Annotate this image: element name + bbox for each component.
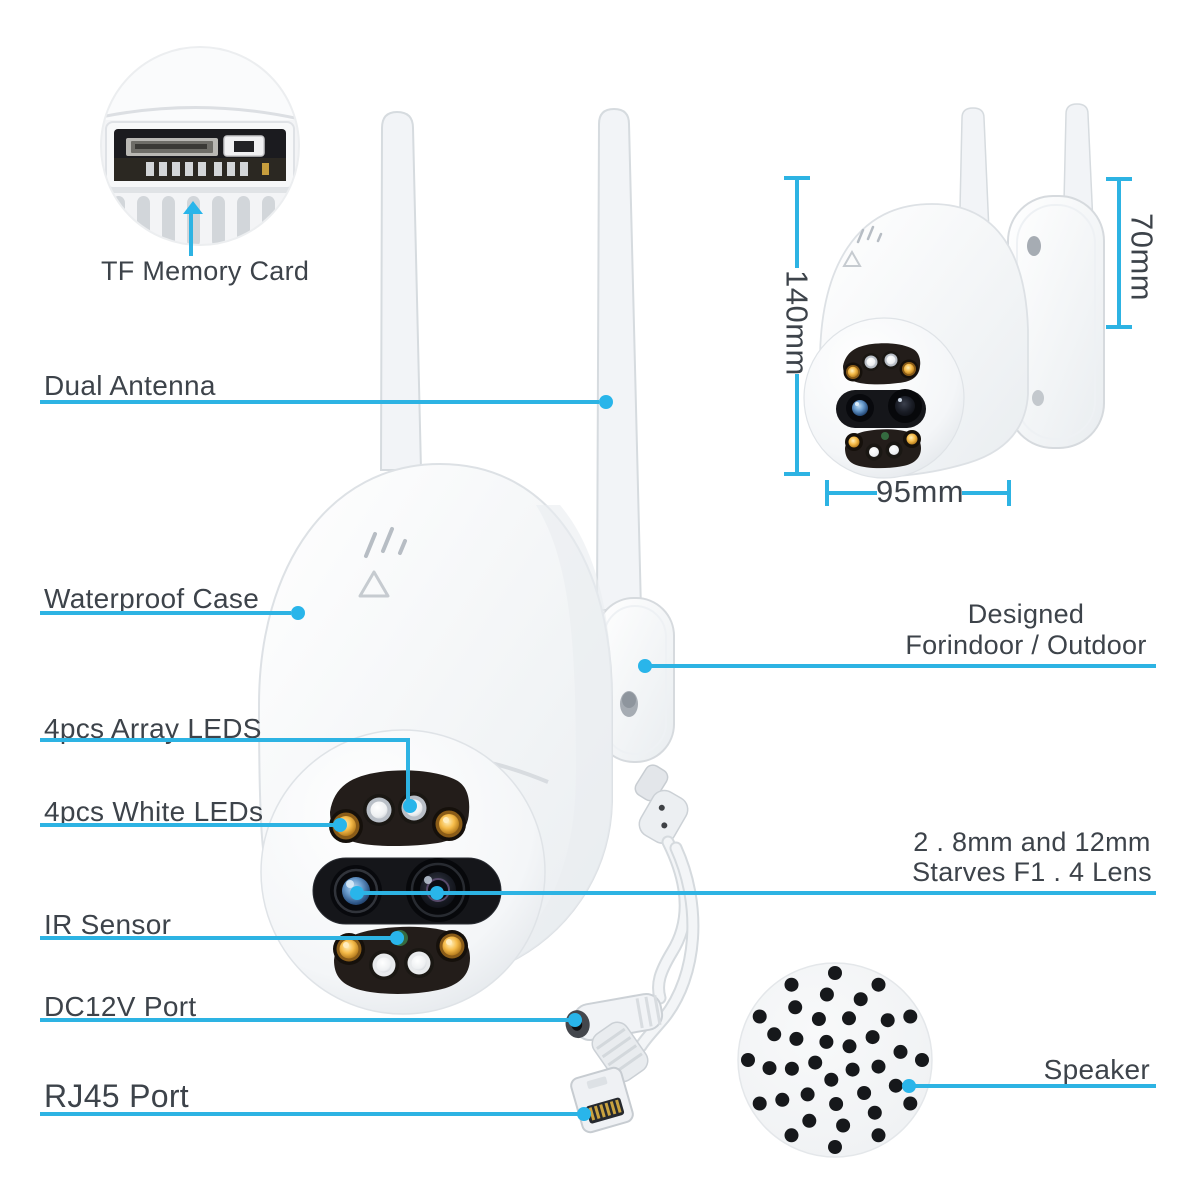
dim-95-value: 95mm bbox=[876, 474, 965, 509]
lens-callout-line bbox=[355, 891, 1156, 895]
dim-70-line bbox=[1117, 181, 1121, 325]
lens-callout-dot-right bbox=[430, 886, 444, 900]
ir-sensor-callout-dot bbox=[390, 931, 404, 945]
white-led bbox=[432, 807, 466, 841]
cable-splitter bbox=[638, 789, 689, 845]
speaker-callout-dot bbox=[902, 1079, 916, 1093]
rj45-port-callout-line bbox=[40, 1112, 580, 1116]
dim-140-cap-top bbox=[784, 176, 810, 180]
waterproof-case-callout-line bbox=[40, 611, 291, 615]
array-led bbox=[363, 794, 395, 826]
waterproof-case-callout-dot bbox=[291, 606, 305, 620]
lens-spec-label-line1: 2 . 8mm and 12mm bbox=[913, 827, 1151, 857]
dim-70-cap-bottom bbox=[1106, 325, 1132, 329]
antenna-left-icon bbox=[379, 110, 423, 471]
dim-140-cap-bottom bbox=[784, 472, 810, 476]
array-leds-callout-dot bbox=[403, 799, 417, 813]
speaker-callout-line bbox=[907, 1084, 1156, 1088]
ir-sensor-label: IR Sensor bbox=[44, 909, 172, 940]
dim-95-line-left bbox=[829, 491, 877, 495]
pigtail-cables bbox=[565, 764, 700, 1134]
designed-label: Designed Forindoor / Outdoor bbox=[881, 599, 1171, 661]
dc12v-port-label: DC12V Port bbox=[44, 991, 197, 1022]
designed-label-line2: Forindoor / Outdoor bbox=[905, 630, 1147, 660]
camera-head bbox=[803, 317, 965, 479]
white-led bbox=[333, 933, 365, 965]
designed-label-line1: Designed bbox=[967, 599, 1085, 629]
rj45-port-label: RJ45 Port bbox=[44, 1078, 189, 1114]
bottom-led-panel bbox=[334, 926, 470, 994]
white-leds-callout-line bbox=[40, 823, 334, 827]
tf-card-label: TF Memory Card bbox=[101, 256, 310, 286]
designed-callout-line bbox=[645, 664, 1156, 668]
lens-spec-label-line2: Starves F1 . 4 Lens bbox=[912, 857, 1152, 887]
dual-antenna-label: Dual Antenna bbox=[44, 370, 216, 401]
dim-95-line-right bbox=[962, 491, 1007, 495]
antenna-right-icon bbox=[595, 107, 643, 611]
dim-140-line-top bbox=[795, 180, 799, 268]
array-leds-callout-line bbox=[40, 738, 406, 742]
white-leds-label: 4pcs White LEDs bbox=[44, 796, 264, 827]
main-camera bbox=[257, 107, 700, 1134]
dual-antenna-callout-dot bbox=[599, 395, 613, 409]
array-leds-callout-line-v bbox=[406, 738, 410, 803]
speaker-illustration bbox=[737, 962, 933, 1158]
small-camera bbox=[803, 103, 1105, 479]
dome-vents bbox=[364, 527, 407, 558]
dim-95-cap-right bbox=[1007, 480, 1011, 506]
rj45-port-callout-dot bbox=[577, 1107, 591, 1121]
tf-card-callout-line bbox=[189, 213, 193, 256]
ir-sensor-callout-line bbox=[40, 936, 392, 940]
tf-card-inset-photo bbox=[100, 46, 300, 246]
array-led bbox=[369, 950, 399, 980]
dual-antenna-callout-line bbox=[40, 400, 599, 404]
dim-70-cap-top bbox=[1106, 177, 1132, 181]
designed-callout-dot bbox=[638, 659, 652, 673]
array-led bbox=[404, 948, 434, 978]
dim-140-value: 140mm bbox=[779, 270, 815, 376]
tf-card-arrow-icon bbox=[183, 201, 203, 214]
white-led bbox=[436, 930, 468, 962]
dc12v-port-callout-line bbox=[40, 1018, 570, 1022]
white-leds-callout-dot bbox=[333, 818, 347, 832]
camera-head bbox=[260, 729, 546, 1015]
dim-70-value: 70mm bbox=[1124, 213, 1160, 302]
lens-callout-dot-left bbox=[350, 886, 364, 900]
dome-triangle-mark bbox=[358, 570, 390, 598]
dim-140-line-bottom bbox=[795, 374, 799, 472]
lens-spec-label: 2 . 8mm and 12mm Starves F1 . 4 Lens bbox=[887, 827, 1177, 887]
dc12v-port-callout-dot bbox=[568, 1013, 582, 1027]
speaker-label: Speaker bbox=[1043, 1054, 1150, 1085]
waterproof-case-label: Waterproof Case bbox=[44, 583, 260, 614]
speaker-holes bbox=[741, 966, 929, 1154]
dim-95-cap-left bbox=[825, 480, 829, 506]
